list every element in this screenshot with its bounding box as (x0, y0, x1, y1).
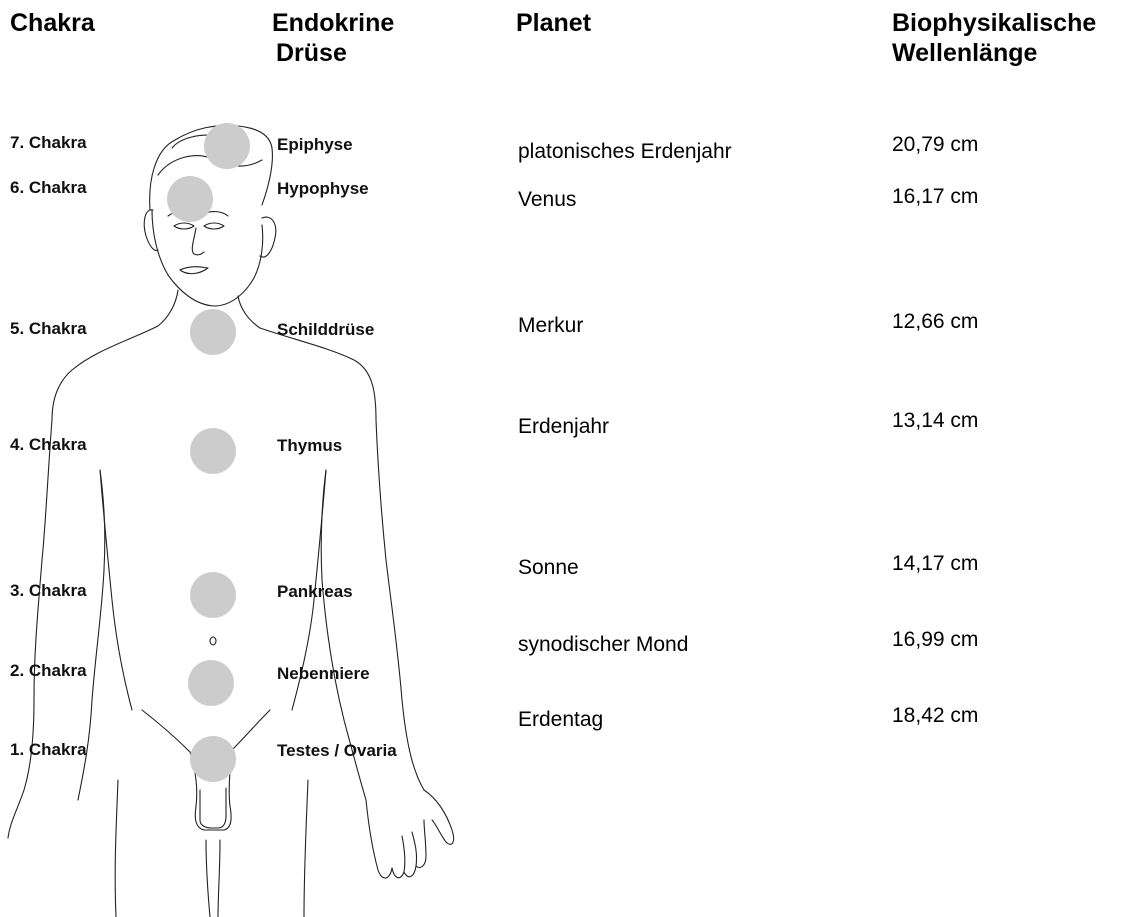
chakra-label-2: 2. Chakra (10, 661, 87, 680)
planet-4: Erdenjahr (518, 415, 609, 439)
planet-3: Sonne (518, 556, 579, 580)
wavelength-7: 20,79 cm (892, 133, 978, 157)
header-chakra: Chakra (10, 8, 95, 38)
chakra-dot-6 (167, 176, 213, 222)
body-diagram: 7. Chakra 6. Chakra 5. Chakra 4. Chakra … (0, 100, 480, 917)
body-outline (8, 126, 454, 917)
gland-label-5: Schilddrüse (277, 320, 374, 339)
chakra-dots (167, 123, 250, 782)
planet-2: synodischer Mond (518, 633, 688, 657)
wavelength-5: 12,66 cm (892, 310, 978, 334)
chakra-dot-3 (190, 572, 236, 618)
chakra-label-7: 7. Chakra (10, 133, 87, 152)
chakra-label-5: 5. Chakra (10, 319, 87, 338)
header-wavelength-line1: Biophysikalische (892, 8, 1096, 38)
chakra-dot-2 (188, 660, 234, 706)
chakra-label-1: 1. Chakra (10, 740, 87, 759)
wavelength-2: 16,99 cm (892, 628, 978, 652)
header-planet-label: Planet (516, 8, 591, 38)
wavelength-3: 14,17 cm (892, 552, 978, 576)
header-wavelength-line2: Wellenlänge (892, 38, 1096, 68)
chakra-dot-4 (190, 428, 236, 474)
chakra-label-3: 3. Chakra (10, 581, 87, 600)
gland-label-6: Hypophyse (277, 179, 369, 198)
gland-label-7: Epiphyse (277, 135, 353, 154)
planet-1: Erdentag (518, 708, 603, 732)
header-endocrine-gland: Endokrine Drüse (272, 8, 394, 68)
header-endocrine-line1: Endokrine (272, 8, 394, 38)
chakra-label-4: 4. Chakra (10, 435, 87, 454)
chakra-dot-1 (190, 736, 236, 782)
chakra-dot-7 (204, 123, 250, 169)
header-wavelength: Biophysikalische Wellenlänge (892, 8, 1096, 68)
chakra-dot-5 (190, 309, 236, 355)
header-planet: Planet (516, 8, 591, 38)
gland-label-1: Testes / Ovaria (277, 741, 397, 760)
planet-7: platonisches Erdenjahr (518, 140, 732, 164)
planet-5: Merkur (518, 314, 583, 338)
header-endocrine-line2: Drüse (272, 38, 394, 68)
gland-label-2: Nebenniere (277, 664, 370, 683)
planet-6: Venus (518, 188, 576, 212)
gland-label-3: Pankreas (277, 582, 353, 601)
wavelength-1: 18,42 cm (892, 704, 978, 728)
wavelength-4: 13,14 cm (892, 409, 978, 433)
wavelength-6: 16,17 cm (892, 185, 978, 209)
header-chakra-label: Chakra (10, 8, 95, 38)
chakra-label-6: 6. Chakra (10, 178, 87, 197)
gland-labels: Epiphyse Hypophyse Schilddrüse Thymus Pa… (277, 135, 397, 760)
gland-label-4: Thymus (277, 436, 342, 455)
chakra-labels: 7. Chakra 6. Chakra 5. Chakra 4. Chakra … (10, 133, 87, 759)
